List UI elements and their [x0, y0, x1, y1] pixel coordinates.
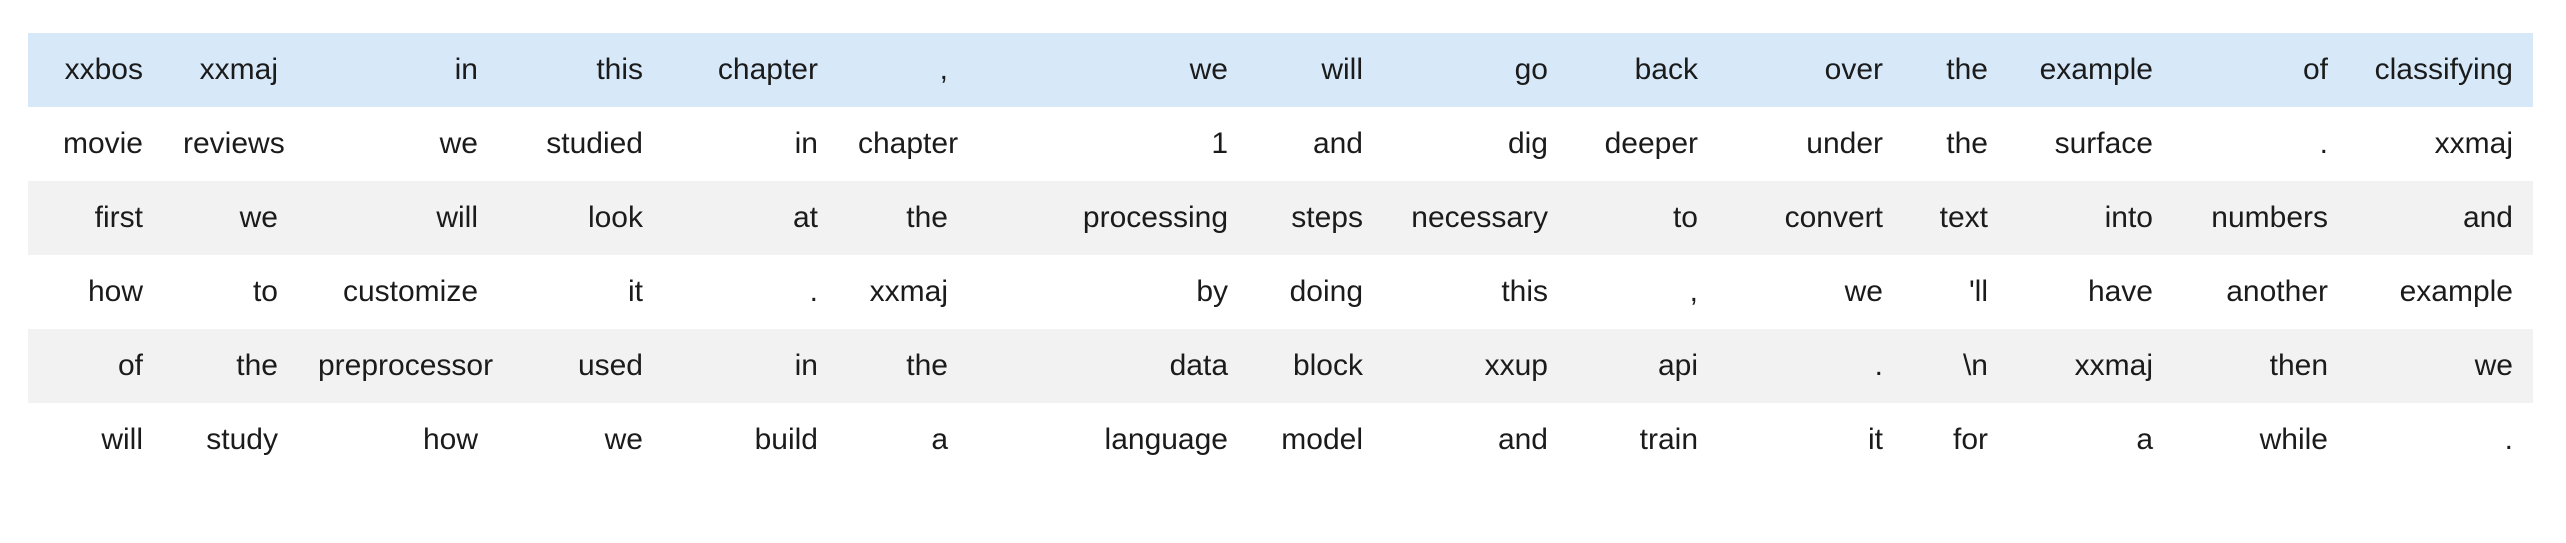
token-cell: processing [968, 181, 1248, 255]
token-cell: another [2173, 255, 2348, 329]
token-cell: xxmaj [838, 255, 968, 329]
token-cell: model [1248, 403, 1383, 477]
token-cell: it [498, 255, 663, 329]
token-cell: . [1718, 329, 1903, 403]
token-cell: classifying [2348, 33, 2533, 107]
token-cell: customize [298, 255, 498, 329]
token-cell: convert [1718, 181, 1903, 255]
token-cell: the [1903, 107, 2008, 181]
token-cell: and [1248, 107, 1383, 181]
table-row: how to customize it . xxmaj by doing thi… [28, 255, 2533, 329]
token-cell: first [28, 181, 163, 255]
token-cell: xxmaj [2008, 329, 2173, 403]
token-cell: we [163, 181, 298, 255]
token-cell: this [1383, 255, 1568, 329]
token-cell: this [498, 33, 663, 107]
token-cell: data [968, 329, 1248, 403]
token-cell: api [1568, 329, 1718, 403]
token-cell: movie [28, 107, 163, 181]
token-cell: steps [1248, 181, 1383, 255]
token-cell: \n [1903, 329, 2008, 403]
token-cell: used [498, 329, 663, 403]
token-cell: how [298, 403, 498, 477]
token-cell: back [1568, 33, 1718, 107]
token-cell: . [663, 255, 838, 329]
token-cell: will [1248, 33, 1383, 107]
token-cell: chapter [663, 33, 838, 107]
token-cell: the [1903, 33, 2008, 107]
token-cell: the [838, 329, 968, 403]
token-cell: will [298, 181, 498, 255]
token-cell: a [838, 403, 968, 477]
token-cell: chapter [838, 107, 968, 181]
token-cell: numbers [2173, 181, 2348, 255]
token-cell: will [28, 403, 163, 477]
token-cell: go [1383, 33, 1568, 107]
tokens-table: xxbos xxmaj in this chapter , we will go… [28, 33, 2533, 477]
token-cell: while [2173, 403, 2348, 477]
token-cell: dig [1383, 107, 1568, 181]
token-cell: 1 [968, 107, 1248, 181]
token-cell: and [2348, 181, 2533, 255]
token-cell: into [2008, 181, 2173, 255]
token-cell: 'll [1903, 255, 2008, 329]
token-cell: it [1718, 403, 1903, 477]
token-cell: xxbos [28, 33, 163, 107]
token-cell: studied [498, 107, 663, 181]
token-cell: we [498, 403, 663, 477]
token-cell: the [163, 329, 298, 403]
token-cell: in [663, 329, 838, 403]
token-cell: in [663, 107, 838, 181]
token-cell: of [2173, 33, 2348, 107]
token-cell: under [1718, 107, 1903, 181]
token-cell: have [2008, 255, 2173, 329]
token-cell: in [298, 33, 498, 107]
table-row: of the preprocessor used in the data blo… [28, 329, 2533, 403]
token-cell: preprocessor [298, 329, 498, 403]
token-cell: xxmaj [163, 33, 298, 107]
token-cell: xxup [1383, 329, 1568, 403]
token-cell: how [28, 255, 163, 329]
token-cell: study [163, 403, 298, 477]
token-cell: reviews [163, 107, 298, 181]
token-cell: , [1568, 255, 1718, 329]
token-cell: train [1568, 403, 1718, 477]
token-cell: for [1903, 403, 2008, 477]
token-cell: build [663, 403, 838, 477]
token-cell: doing [1248, 255, 1383, 329]
token-cell: , [838, 33, 968, 107]
token-cell: surface [2008, 107, 2173, 181]
token-cell: then [2173, 329, 2348, 403]
token-cell: to [163, 255, 298, 329]
table-row: first we will look at the processing ste… [28, 181, 2533, 255]
token-cell: we [298, 107, 498, 181]
token-cell: we [1718, 255, 1903, 329]
token-cell: necessary [1383, 181, 1568, 255]
token-cell: we [2348, 329, 2533, 403]
table-row: will study how we build a language model… [28, 403, 2533, 477]
token-cell: the [838, 181, 968, 255]
token-cell: a [2008, 403, 2173, 477]
token-cell: of [28, 329, 163, 403]
token-cell: . [2348, 403, 2533, 477]
token-cell: text [1903, 181, 2008, 255]
token-cell: deeper [1568, 107, 1718, 181]
token-cell: to [1568, 181, 1718, 255]
table-row: movie reviews we studied in chapter 1 an… [28, 107, 2533, 181]
token-cell: language [968, 403, 1248, 477]
token-cell: and [1383, 403, 1568, 477]
token-cell: xxmaj [2348, 107, 2533, 181]
table-row: xxbos xxmaj in this chapter , we will go… [28, 33, 2533, 107]
token-cell: over [1718, 33, 1903, 107]
token-cell: . [2173, 107, 2348, 181]
token-cell: look [498, 181, 663, 255]
token-cell: example [2008, 33, 2173, 107]
token-cell: we [968, 33, 1248, 107]
token-cell: by [968, 255, 1248, 329]
token-cell: at [663, 181, 838, 255]
token-cell: block [1248, 329, 1383, 403]
token-cell: example [2348, 255, 2533, 329]
